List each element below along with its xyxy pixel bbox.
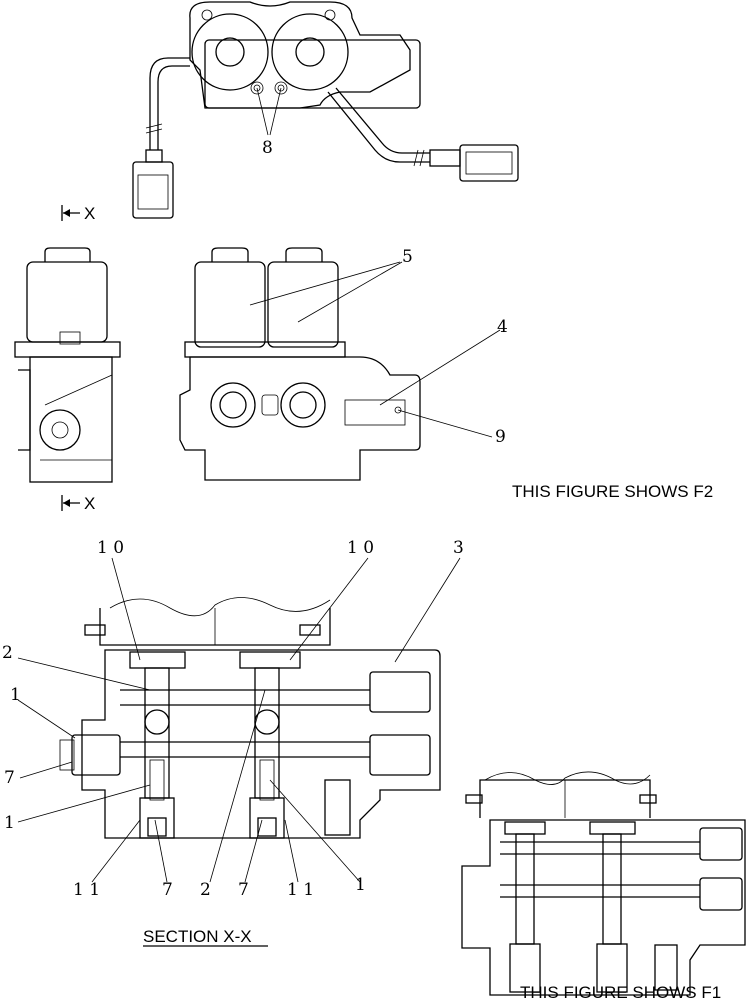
- front-view-valve: [179, 247, 501, 481]
- callout-2-bottom: 2: [200, 880, 211, 900]
- section-marker-top: X: [61, 204, 95, 223]
- callout-10-right: 1 0: [347, 538, 374, 558]
- callout-5: 5: [402, 247, 413, 267]
- callout-2-left: 2: [2, 643, 13, 663]
- callout-7-mid: 7: [162, 880, 173, 900]
- side-view-valve: [14, 247, 121, 483]
- callout-10-left: 1 0: [97, 538, 124, 558]
- callout-3: 3: [453, 538, 464, 558]
- callout-8: 8: [262, 138, 273, 158]
- callout-9: 9: [495, 427, 506, 447]
- callout-1-right: 1: [355, 875, 366, 895]
- section-marker-bottom-label: X: [84, 494, 95, 513]
- callout-1-lower: 1: [4, 813, 15, 833]
- caption-section-x-x: SECTION X-X: [143, 927, 252, 946]
- caption-figure-f1: THIS FIGURE SHOWS F1: [520, 983, 721, 1000]
- callout-7-left: 7: [4, 768, 15, 788]
- callout-11-right: 1 1: [287, 880, 314, 900]
- caption-figure-f2: THIS FIGURE SHOWS F2: [512, 482, 713, 501]
- callout-1-upper: 1: [10, 685, 21, 705]
- section-marker-bottom: X: [61, 494, 95, 513]
- callout-7-right: 7: [238, 880, 249, 900]
- section-x-x-view: [17, 557, 461, 883]
- callout-11-left: 1 1: [73, 880, 100, 900]
- top-view-solenoid-assembly: [132, 1, 519, 219]
- callout-4: 4: [497, 317, 508, 337]
- f1-section-view: [461, 771, 746, 996]
- section-marker-top-label: X: [84, 204, 95, 223]
